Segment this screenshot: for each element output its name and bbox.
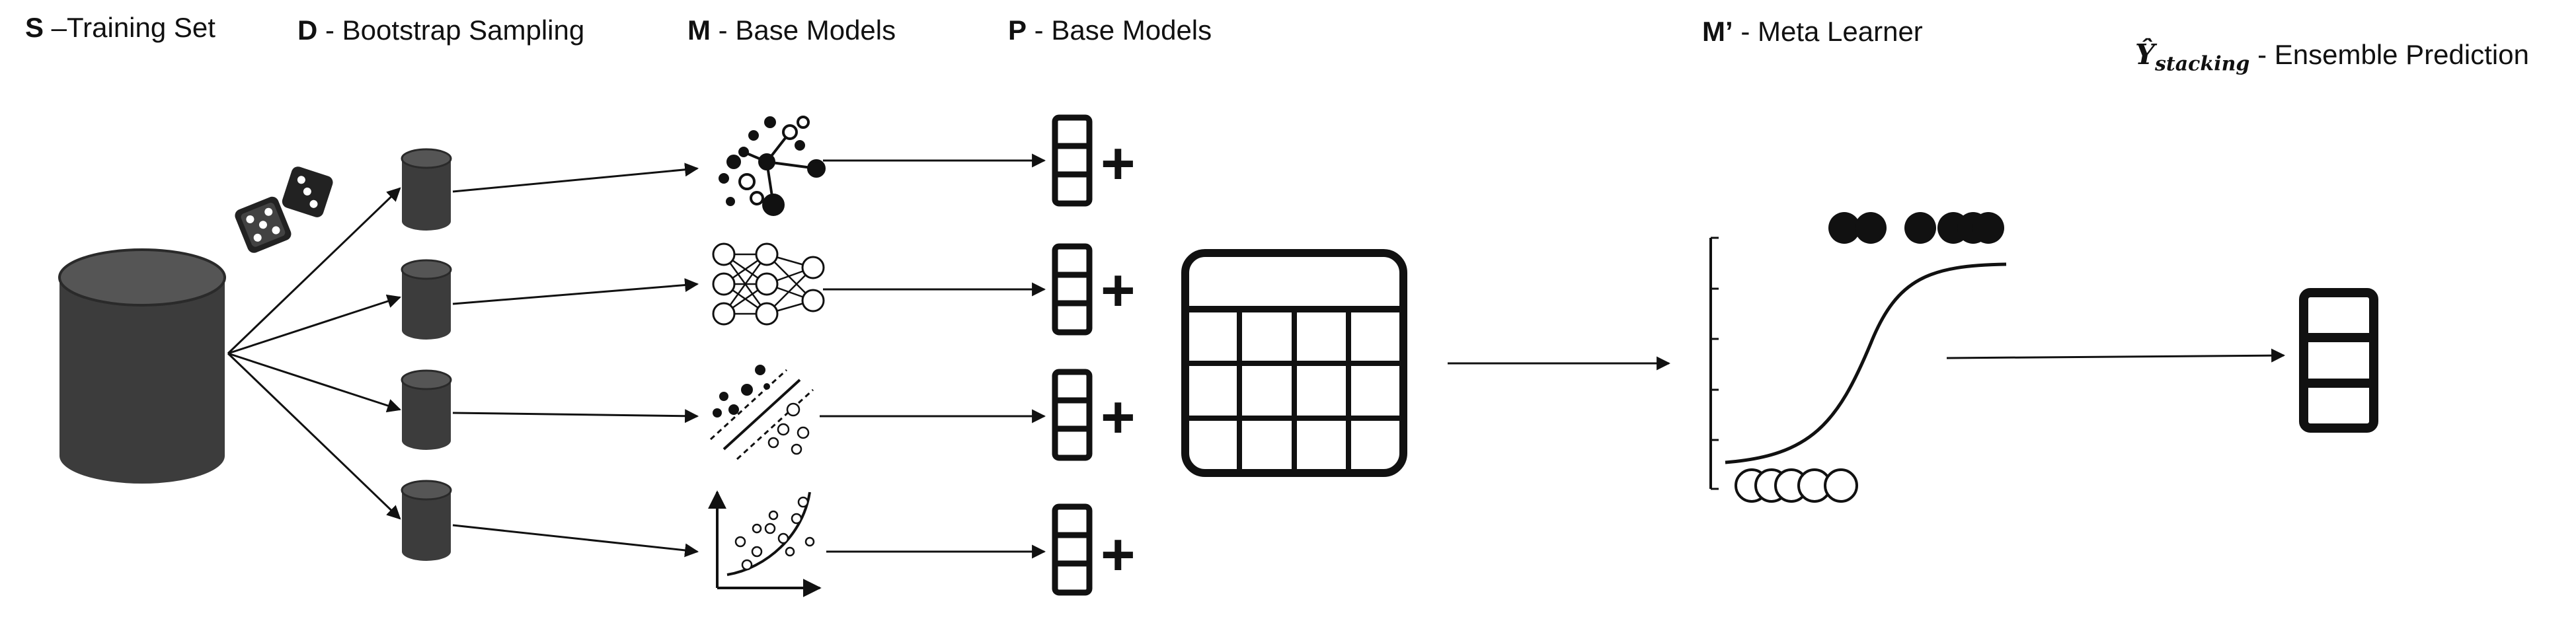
legend-base-models-m: M - Base Models [687,15,896,46]
model-to-prediction-arrows [820,153,1046,559]
prediction-column-4 [1052,503,1093,596]
meta-to-prediction-arrow [1946,348,2286,363]
meta-learner-icon [1709,212,2007,503]
prediction-column-2 [1052,243,1093,336]
legend-key-m: M [687,15,711,46]
y-hat-subscript: stacking [2154,52,2250,76]
training-set-cylinder [58,248,226,484]
bootstrap-cylinder-4 [401,480,452,561]
legend-text-y: - Ensemble Prediction [2249,39,2529,70]
prediction-column-1 [1052,114,1093,207]
sample-to-model-arrows [452,163,699,558]
legend-bootstrap-sampling: D - Bootstrap Sampling [297,15,584,46]
regression-icon [708,490,822,597]
bootstrap-cylinder-1 [401,148,452,231]
legend-text-s: –Training Set [44,12,215,43]
plus-sign-2: + [1101,258,1136,324]
svm-icon [709,365,814,460]
legend-text-p: - Base Models [1027,15,1212,46]
legend-base-models-p: P - Base Models [1008,15,1212,46]
plus-sign-1: + [1101,131,1136,197]
legend-key-d: D [297,15,318,46]
plus-sign-3: + [1101,384,1136,451]
base-predictions [1052,114,1093,596]
legend-meta-learner: M’ - Meta Learner [1702,16,1923,48]
legend-training-set: S –Training Set [25,12,215,44]
legend-text-d: - Bootstrap Sampling [317,15,585,46]
bootstrap-cylinder-3 [401,369,452,450]
legend-key-p: P [1008,15,1027,46]
legend-text-mprime: - Meta Learner [1733,16,1923,47]
prediction-column-3 [1052,369,1093,461]
bootstrap-cylinder-2 [401,259,452,340]
legend-key-y: Ŷstacking [2135,38,2249,75]
y-hat-symbol: Ŷ [2135,38,2155,71]
plus-sign-4: + [1101,522,1136,588]
stacked-table-icon [1181,249,1407,477]
bootstrap-arrows [227,187,401,520]
neural-network-icon [712,242,825,326]
legend-key-s: S [25,12,44,43]
ensemble-prediction-icon [2299,288,2378,433]
legend-key-mprime: M’ [1702,16,1733,47]
decision-tree-icon [719,116,826,216]
dice-icon [235,166,333,253]
bootstrap-samples [401,148,452,561]
legend-text-m: - Base Models [711,15,896,46]
legend-ensemble-prediction: Ŷstacking - Ensemble Prediction [2135,38,2529,75]
